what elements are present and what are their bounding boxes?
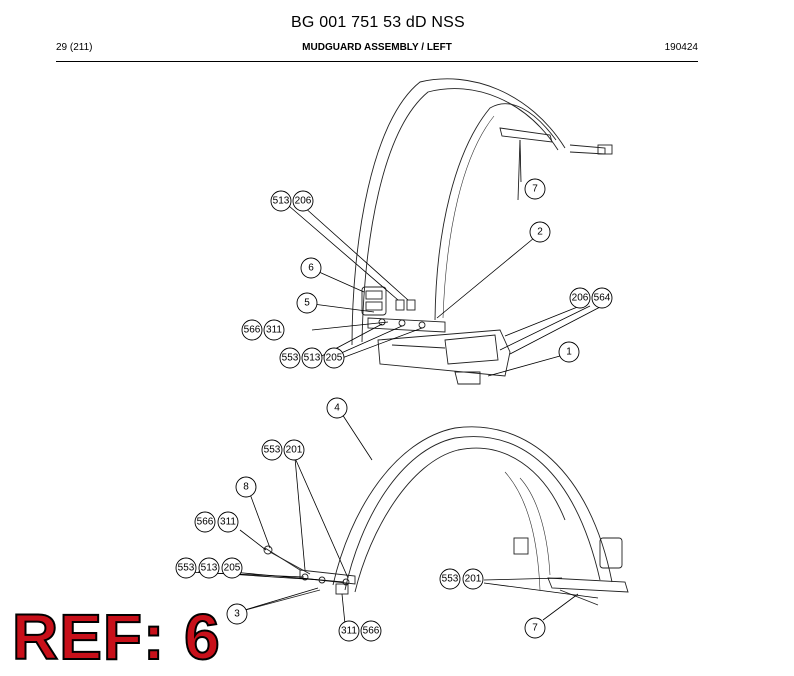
callout-553-lower: 553	[175, 557, 197, 579]
svg-text:201: 201	[465, 574, 482, 585]
callout-205-lower: 205	[221, 557, 243, 579]
leader-lines	[185, 139, 603, 625]
section-title: MUDGUARD ASSEMBLY / LEFT	[56, 42, 698, 53]
svg-text:566: 566	[363, 626, 380, 637]
callout-311-bottom: 311	[338, 620, 360, 642]
callout-311-upper: 311	[263, 319, 285, 341]
svg-text:566: 566	[197, 517, 214, 528]
callout-566-upper: 566	[241, 319, 263, 341]
callout-513-top: 513	[270, 190, 292, 212]
svg-text:566: 566	[244, 325, 261, 336]
svg-text:513: 513	[273, 196, 290, 207]
svg-text:311: 311	[266, 325, 282, 336]
svg-text:7: 7	[532, 184, 538, 195]
callout-206-right: 206	[569, 287, 591, 309]
svg-text:5: 5	[304, 298, 310, 309]
revision-date: 190424	[664, 42, 698, 53]
callout-566-bottom: 566	[360, 620, 382, 642]
svg-text:513: 513	[304, 353, 321, 364]
callout-7-top: 7	[524, 178, 546, 200]
callout-4: 4	[326, 397, 348, 419]
callout-553-upper: 553	[279, 347, 301, 369]
svg-text:553: 553	[178, 563, 195, 574]
section-title-side: LEFT	[426, 42, 452, 53]
callout-2: 2	[529, 221, 551, 243]
callout-513-upper: 513	[301, 347, 323, 369]
callout-566-lower: 566	[194, 511, 216, 533]
callout-1: 1	[558, 341, 580, 363]
svg-text:2: 2	[537, 227, 543, 238]
svg-text:4: 4	[334, 403, 340, 414]
header-rule	[56, 61, 698, 62]
ref-label: REF: 6	[11, 601, 221, 673]
callout-205-upper: 205	[323, 347, 345, 369]
callout-553-right: 553	[439, 568, 461, 590]
svg-text:553: 553	[282, 353, 299, 364]
page-number: 29 (211)	[56, 42, 93, 53]
callout-5: 5	[296, 292, 318, 314]
callout-206-top: 206	[292, 190, 314, 212]
callout-513-lower: 513	[198, 557, 220, 579]
svg-text:311: 311	[341, 626, 357, 637]
svg-text:3: 3	[234, 609, 240, 620]
callout-553-lower-top: 553	[261, 439, 283, 461]
section-title-main: MUDGUARD ASSEMBLY /	[302, 42, 427, 53]
callout-8: 8	[235, 476, 257, 498]
svg-text:311: 311	[220, 517, 236, 528]
svg-text:205: 205	[326, 353, 343, 364]
callout-201-right: 201	[462, 568, 484, 590]
callout-7-bottom: 7	[524, 617, 546, 639]
callout-3: 3	[226, 603, 248, 625]
callout-311-lower: 311	[217, 511, 239, 533]
document-title: BG 001 751 53 dD NSS	[291, 14, 465, 31]
svg-text:553: 553	[264, 445, 281, 456]
svg-text:7: 7	[532, 623, 538, 634]
callout-6: 6	[300, 257, 322, 279]
svg-text:6: 6	[308, 263, 314, 274]
svg-text:201: 201	[286, 445, 303, 456]
upper-mudguard-illustration	[351, 78, 613, 385]
svg-text:205: 205	[224, 563, 241, 574]
svg-text:1: 1	[566, 347, 572, 358]
callout-564: 564	[591, 287, 613, 309]
svg-text:206: 206	[572, 293, 589, 304]
svg-text:206: 206	[295, 196, 312, 207]
svg-text:8: 8	[243, 482, 249, 493]
svg-text:513: 513	[201, 563, 218, 574]
header-row: 29 (211) MUDGUARD ASSEMBLY / LEFT 190424	[56, 42, 698, 56]
svg-text:553: 553	[442, 574, 459, 585]
svg-text:564: 564	[594, 293, 611, 304]
callout-201-lower-top: 201	[283, 439, 305, 461]
